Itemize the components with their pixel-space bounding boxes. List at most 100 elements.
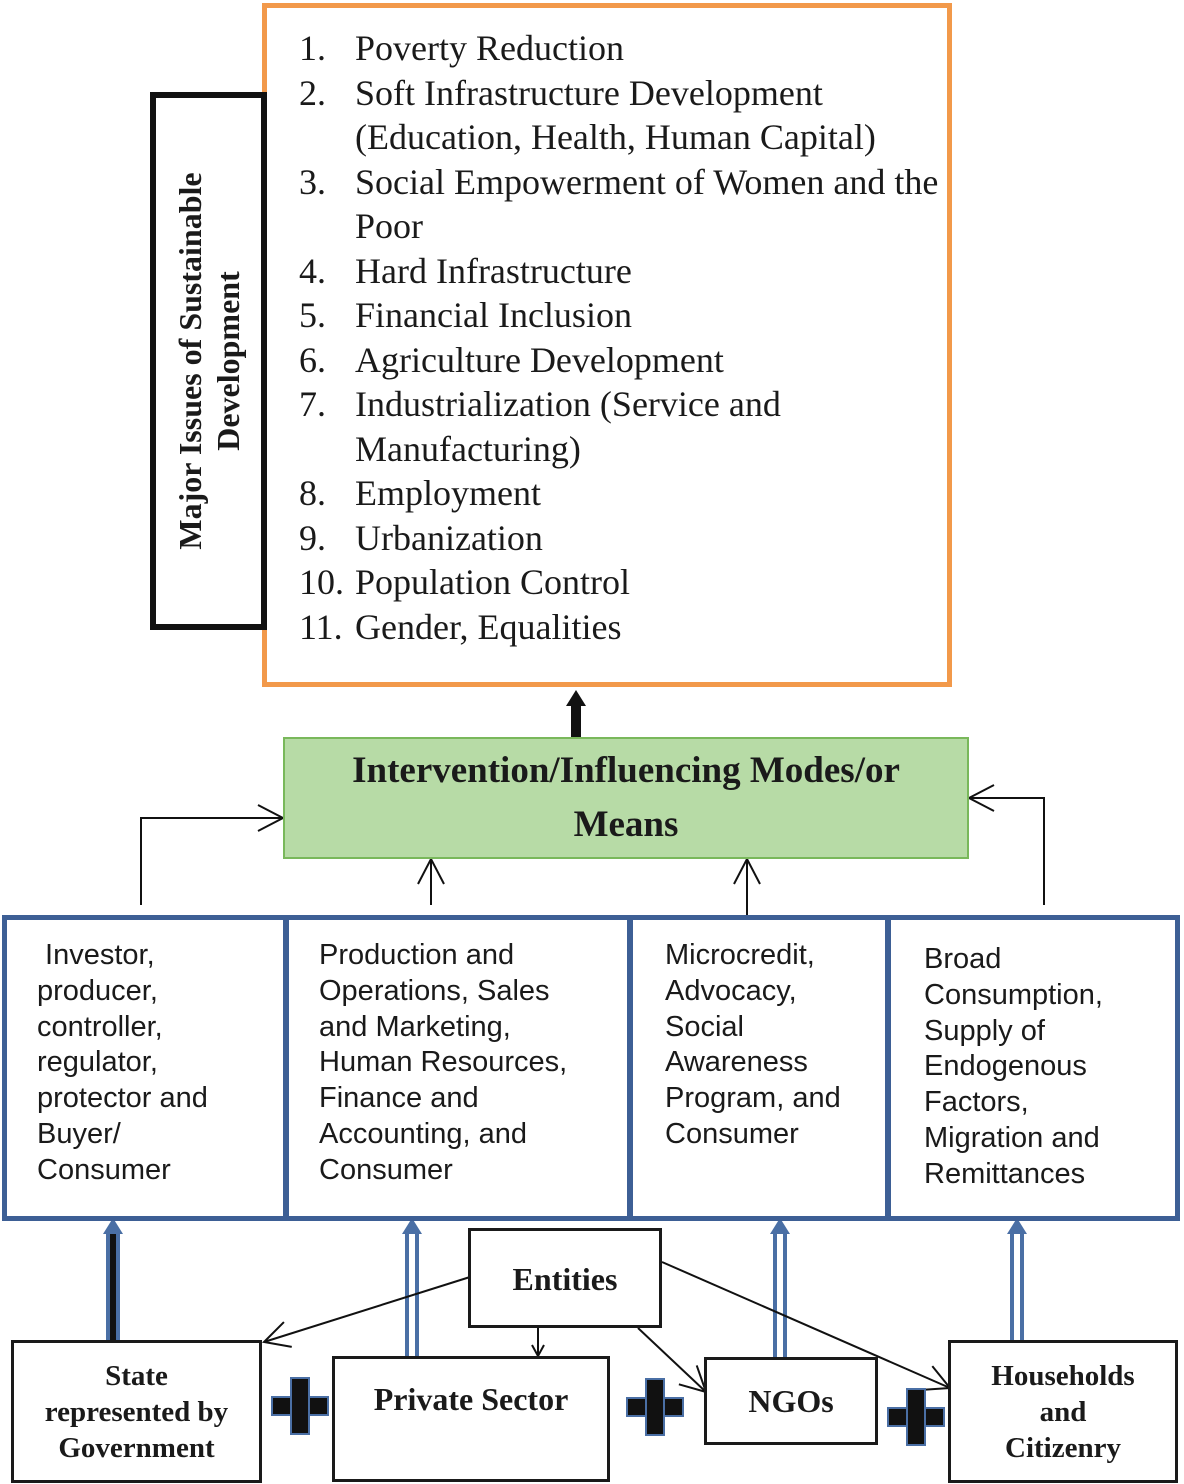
issue-number: 9. <box>299 517 326 558</box>
issue-number: 3. <box>299 161 326 202</box>
issue-number: 1. <box>299 28 326 68</box>
role-line: Migration and <box>924 1121 1100 1154</box>
intervention-line-2: Means <box>573 804 679 845</box>
entities-box: Entities <box>468 1228 662 1328</box>
role-line: Remittances <box>924 1157 1086 1190</box>
role-text: Investor,producer,controller,regulator,p… <box>37 938 208 1189</box>
blue-arrow-ngo <box>770 1218 790 1359</box>
issue-text: Employment <box>355 473 541 513</box>
up-arrow-to-issues <box>566 690 586 739</box>
private-sector-label: Private Sector <box>373 1381 569 1417</box>
issue-item: 3. Social Empowerment of Women and the Po… <box>299 160 955 249</box>
role-line: protector and <box>37 1082 208 1115</box>
role-line: Factors, <box>924 1086 1029 1119</box>
issue-item: 11.Gender, Equalities <box>299 605 955 650</box>
households-line: Citizenry <box>1005 1431 1121 1464</box>
issue-number: 11. <box>299 606 343 647</box>
issue-text: Population Control <box>355 562 631 602</box>
role-line: Production and <box>319 939 515 971</box>
arrow-entities-to-households <box>661 1261 952 1391</box>
role-line: Investor, <box>37 939 155 971</box>
issue-number: 4. <box>299 250 326 291</box>
role-line: Consumer <box>665 1117 799 1150</box>
role-line: Consumer <box>37 1153 171 1186</box>
role-box-government: Investor,producer,controller,regulator,p… <box>2 915 288 1221</box>
issue-text: Poverty Reduction <box>355 28 624 68</box>
blue-arrow-private <box>402 1218 422 1358</box>
plus-icon <box>626 1378 684 1436</box>
role-line: controller, <box>37 1010 163 1043</box>
issue-item: 5. Financial Inclusion <box>299 293 955 338</box>
role-line: Broad <box>924 943 1002 975</box>
issue-number: 10. <box>299 562 344 602</box>
role-line: Social <box>665 1010 744 1043</box>
role-line: Operations, Sales <box>319 974 550 1007</box>
ngos-box: NGOs <box>704 1357 878 1445</box>
arrow-entities-to-ngo <box>637 1327 708 1394</box>
intervention-line-1: Intervention/Influencing Modes/or <box>352 750 900 791</box>
role-line: Finance and <box>319 1082 479 1115</box>
private-sector-box: Private Sector <box>332 1356 610 1482</box>
side-label-text: Major Issues of Sustainable Development <box>171 172 246 550</box>
role-line: Accounting, and <box>319 1117 527 1150</box>
issue-item: 1. Poverty Reduction <box>299 26 955 71</box>
issue-text: Hard Infrastructure <box>355 250 632 291</box>
role-line: Consumer <box>319 1153 453 1186</box>
role-line: Human Resources, <box>319 1046 568 1079</box>
role-line: Endogenous <box>924 1050 1087 1083</box>
issue-text: Agriculture Development <box>355 339 724 380</box>
issue-number: 5. <box>299 295 326 335</box>
issues-list: 1. Poverty Reduction 2. Soft Infrastructure… <box>299 26 955 649</box>
issue-number: 2. <box>299 72 326 113</box>
role-line: Consumption, <box>924 978 1103 1011</box>
arrow-role1-to-intervention <box>140 804 286 905</box>
issue-number: 7. <box>299 384 326 424</box>
state-line: State <box>105 1359 168 1392</box>
arrow-entities-to-state <box>261 1276 471 1348</box>
issue-text: Social Empowerment of Women and the Poor <box>355 161 939 247</box>
intervention-box: Intervention/Influencing Modes/or Means <box>283 737 969 859</box>
issue-item: 6. Agriculture Development <box>299 338 955 383</box>
arrow-role4-to-intervention <box>966 784 1045 905</box>
ngos-label: NGOs <box>748 1383 834 1419</box>
role-line: regulator, <box>37 1046 158 1079</box>
issue-text: Industrialization (Service and Manufactu… <box>355 384 781 469</box>
issue-item: 8. Employment <box>299 471 955 516</box>
issue-item: 7. Industrialization (Service and Manufac… <box>299 382 955 471</box>
issue-number: 6. <box>299 339 326 380</box>
state-box: State represented by Government <box>11 1340 262 1483</box>
issue-text: Soft Infrastructure Development (Educati… <box>355 72 876 158</box>
role-line: Microcredit, <box>665 939 815 971</box>
role-line: producer, <box>37 974 158 1007</box>
issues-box: 1. Poverty Reduction 2. Soft Infrastructure… <box>262 3 952 687</box>
issue-text: Financial Inclusion <box>355 295 632 335</box>
role-line: and Marketing, <box>319 1010 511 1043</box>
role-line: Advocacy, <box>665 974 797 1007</box>
households-box: Households and Citizenry <box>948 1340 1178 1483</box>
role-line: Awareness <box>665 1046 808 1079</box>
issue-text: Urbanization <box>355 517 543 558</box>
plus-icon <box>271 1377 329 1435</box>
role-line: Program, and <box>665 1082 841 1115</box>
role-line: Buyer/ <box>37 1117 121 1150</box>
state-line: Government <box>58 1431 215 1464</box>
side-label-box: Major Issues of Sustainable Development <box>150 92 267 630</box>
blue-arrow-state <box>103 1218 123 1342</box>
blue-arrow-households <box>1007 1218 1027 1342</box>
issue-number: 8. <box>299 473 326 513</box>
entities-label: Entities <box>512 1261 618 1297</box>
role-line: Supply of <box>924 1014 1045 1047</box>
issue-item: 4. Hard Infrastructure <box>299 249 955 294</box>
issue-item: 10. Population Control <box>299 560 955 605</box>
issue-item: 9. Urbanization <box>299 516 955 561</box>
state-line: represented by <box>44 1395 229 1428</box>
households-line: and <box>1039 1395 1087 1428</box>
households-line: Households <box>991 1359 1135 1392</box>
